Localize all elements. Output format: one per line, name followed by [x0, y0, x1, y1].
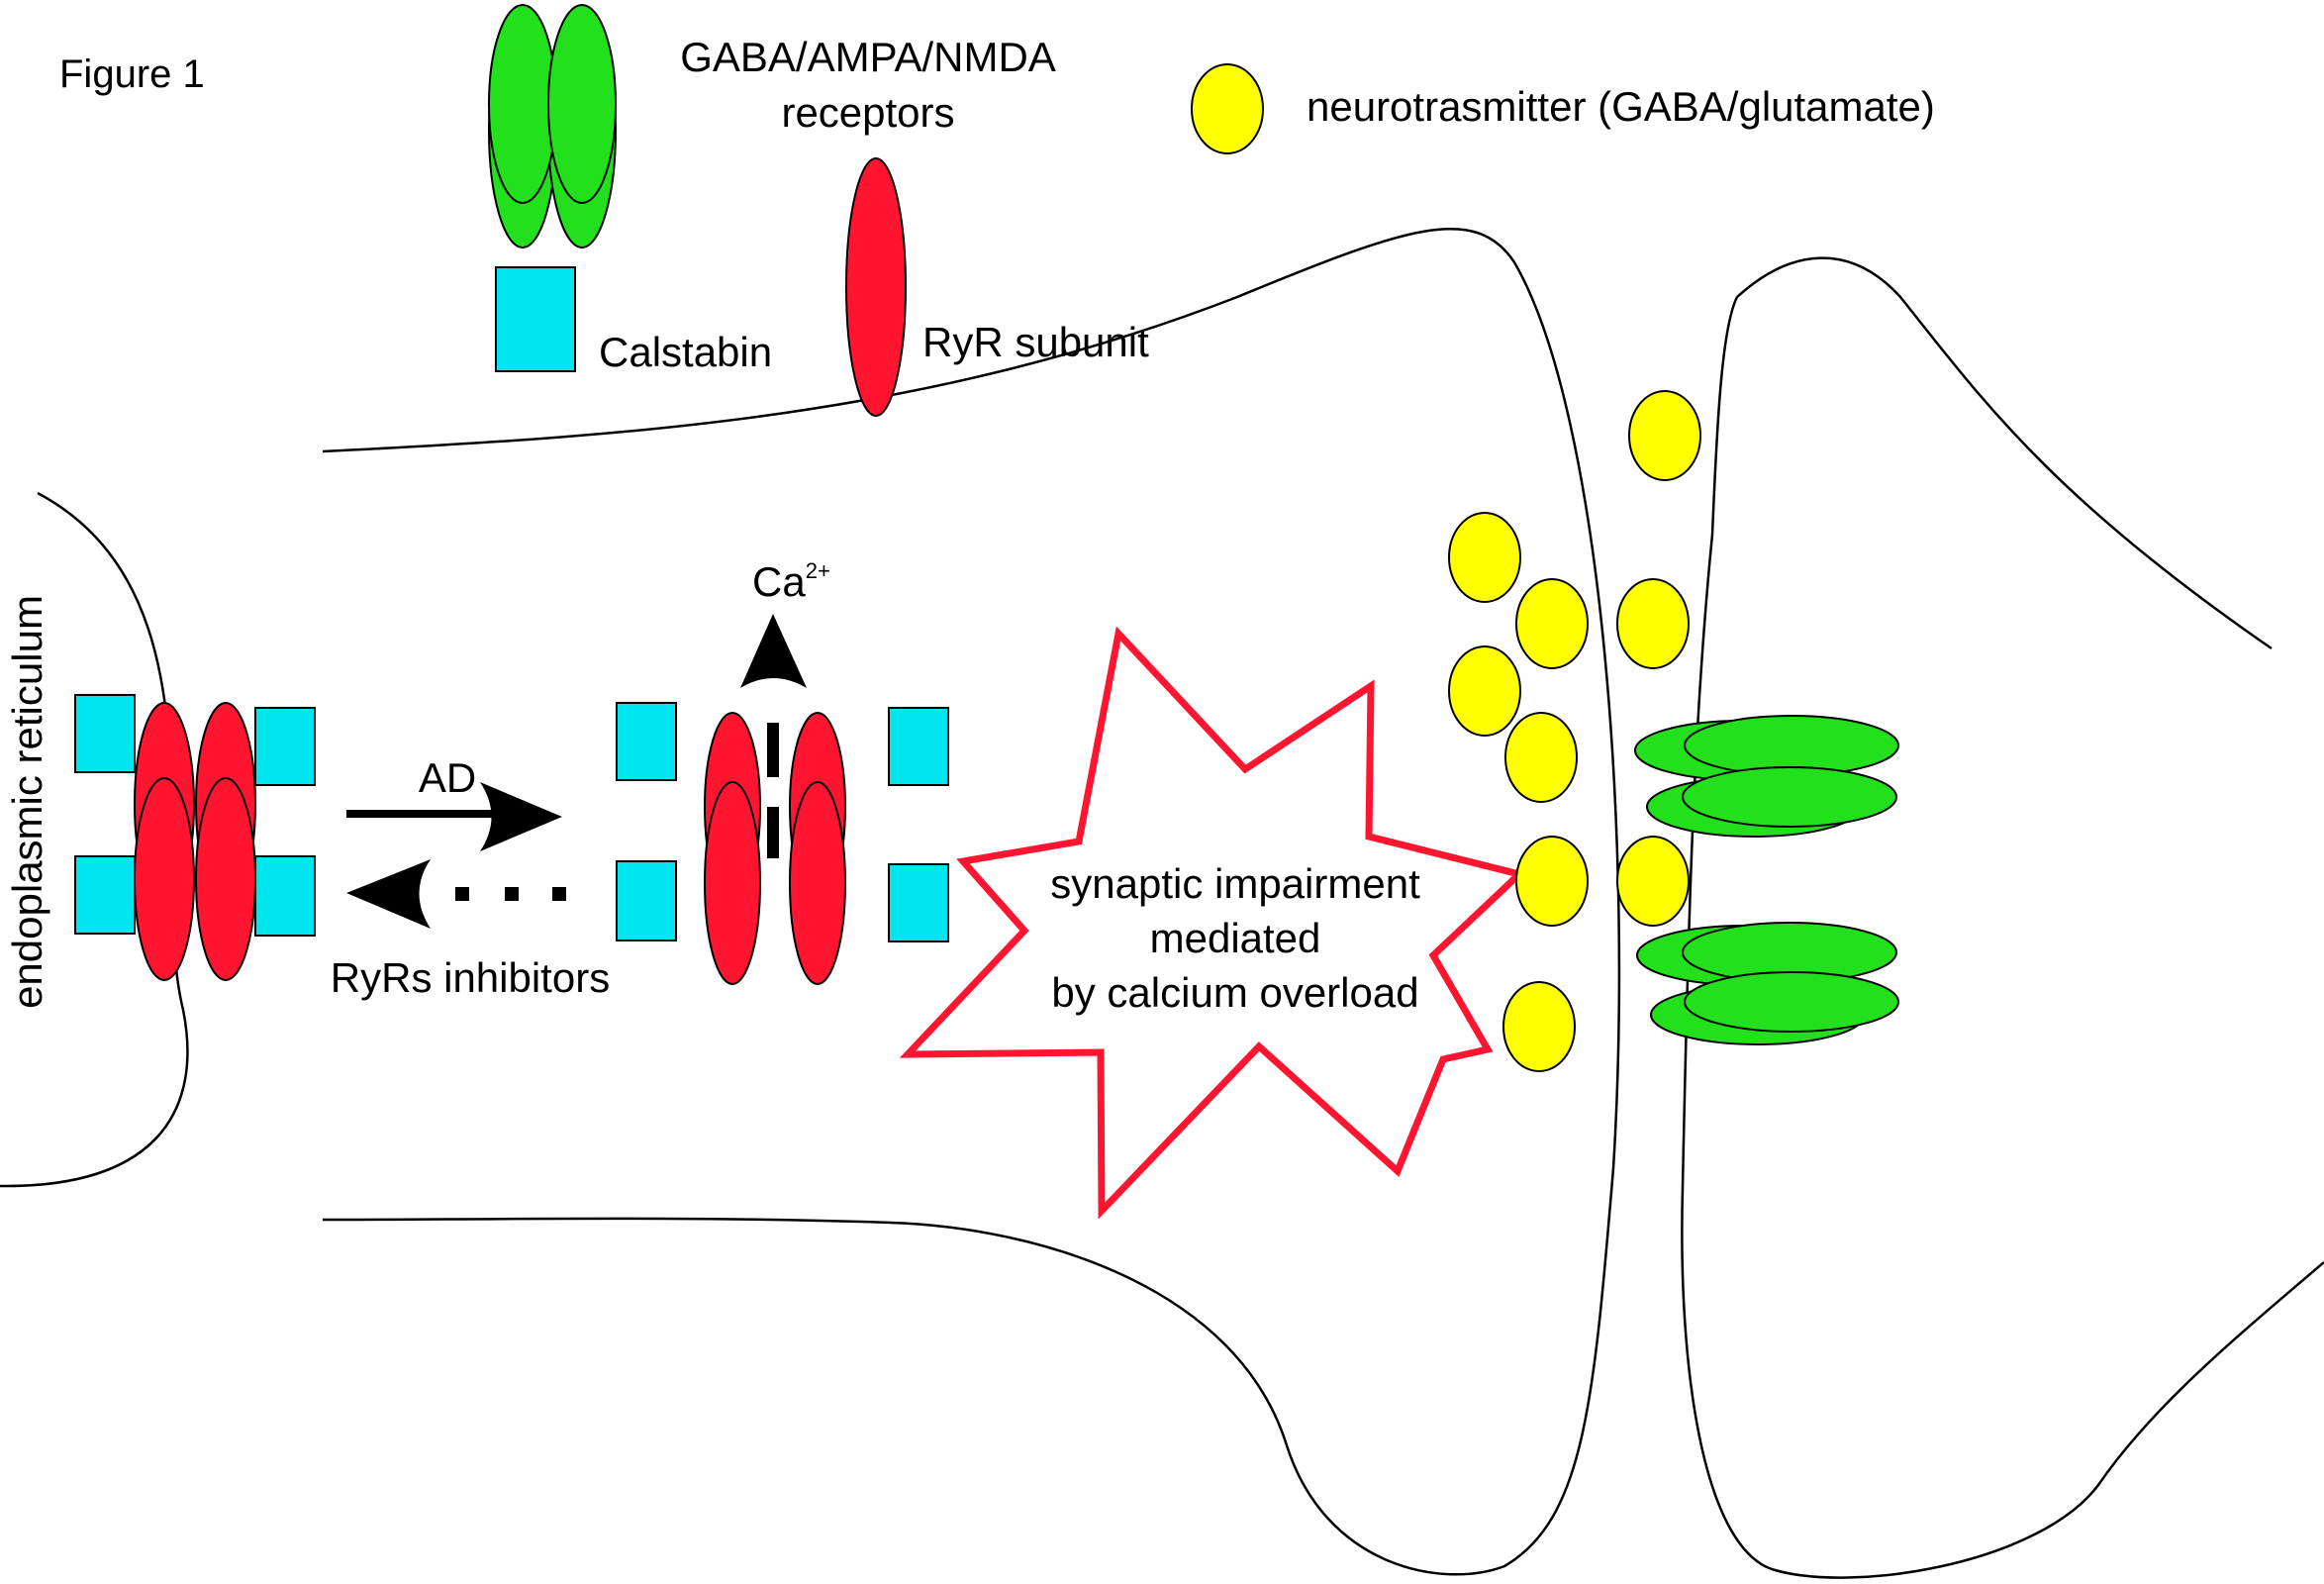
- calstabin-legend-icon: [495, 266, 576, 372]
- neurotransmitter-molecule: [1628, 390, 1701, 481]
- calstabin-open-top-left: [616, 702, 677, 781]
- neurotransmitter-molecule: [1616, 836, 1690, 927]
- neurotransmitter-legend-label: neurotrasmitter (GABA/glutamate): [1307, 83, 1935, 130]
- neurotransmitter-molecule: [1504, 712, 1578, 803]
- postsynaptic-receptors-lower: [1636, 922, 1899, 1045]
- ryr-open-subunit: [789, 781, 846, 985]
- neurotransmitter-molecule: [1448, 645, 1521, 737]
- calcium-efflux-arrow: [740, 614, 807, 858]
- neurotransmitter-legend-icon: [1191, 63, 1264, 154]
- calstabin-open-bottom-left: [616, 860, 677, 941]
- postsynaptic-receptor: [1684, 715, 1899, 776]
- calstabin-legend-label: Calstabin: [599, 329, 772, 375]
- calstabin-closed-bottom-right: [254, 855, 316, 937]
- inhibitor-arrow: [346, 859, 566, 929]
- ad-label: AD: [419, 754, 476, 801]
- calstabin-open-top-right: [888, 707, 949, 786]
- ad-arrowhead: [480, 782, 562, 851]
- ryr-open-subunit: [704, 781, 761, 985]
- legend: Figure 1 GABA/AMPA/NMDA receptors Calsta…: [59, 4, 1935, 417]
- calstabin-closed-top-left: [74, 694, 136, 773]
- neurotransmitter-molecule: [1616, 578, 1690, 669]
- ryr-closed-subunit: [134, 777, 195, 981]
- postsynaptic-membrane: [1681, 256, 2324, 1579]
- neurotransmitter-molecule: [1448, 512, 1521, 603]
- neurotransmitter-molecule: [1515, 836, 1589, 927]
- neurotransmitter-molecule: [1515, 578, 1589, 669]
- figure-label: Figure 1: [59, 52, 205, 96]
- er-label: endoplasmic reticulum: [4, 595, 50, 1009]
- inhibitor-label: RyRs inhibitors: [331, 954, 610, 1001]
- neurotransmitter-molecule: [1502, 981, 1576, 1072]
- ryr-channel-closed: [74, 694, 316, 981]
- impairment-label-line3: by calcium overload: [1051, 969, 1418, 1016]
- presynaptic-terminal-membrane: [322, 228, 1621, 1576]
- receptor-legend-label-line1: GABA/AMPA/NMDA: [680, 34, 1056, 80]
- postsynaptic-receptor: [1684, 971, 1899, 1033]
- neurotransmitters: [1448, 390, 1701, 1072]
- postsynaptic-receptor: [1682, 766, 1897, 828]
- calcium-label: Ca2+: [752, 558, 830, 605]
- impairment-label-line1: synaptic impairment: [1050, 860, 1420, 907]
- impairment-label-line2: mediated: [1150, 915, 1321, 961]
- calstabin-closed-top-right: [254, 707, 316, 786]
- receptor-legend-icon: [488, 4, 617, 248]
- inhibitor-arrowhead: [346, 859, 431, 929]
- ryr-subunit-legend-icon: [845, 157, 907, 417]
- receptor-legend-label-line2: receptors: [781, 89, 954, 136]
- calcium-charge: 2+: [806, 558, 830, 583]
- postsynaptic-receptors-upper: [1634, 715, 1899, 838]
- ryr-subunit-legend-label: RyR subunit: [922, 319, 1149, 365]
- calcium-symbol: Ca: [752, 558, 806, 605]
- ad-arrow: [346, 782, 562, 851]
- calstabin-closed-bottom-left: [74, 855, 136, 935]
- calcium-arrowhead: [740, 614, 807, 688]
- impairment-burst: [899, 626, 1527, 1220]
- ryr-channel-open: [616, 702, 949, 985]
- calstabin-open-bottom-right: [888, 863, 949, 942]
- ryr-closed-subunit: [195, 777, 256, 981]
